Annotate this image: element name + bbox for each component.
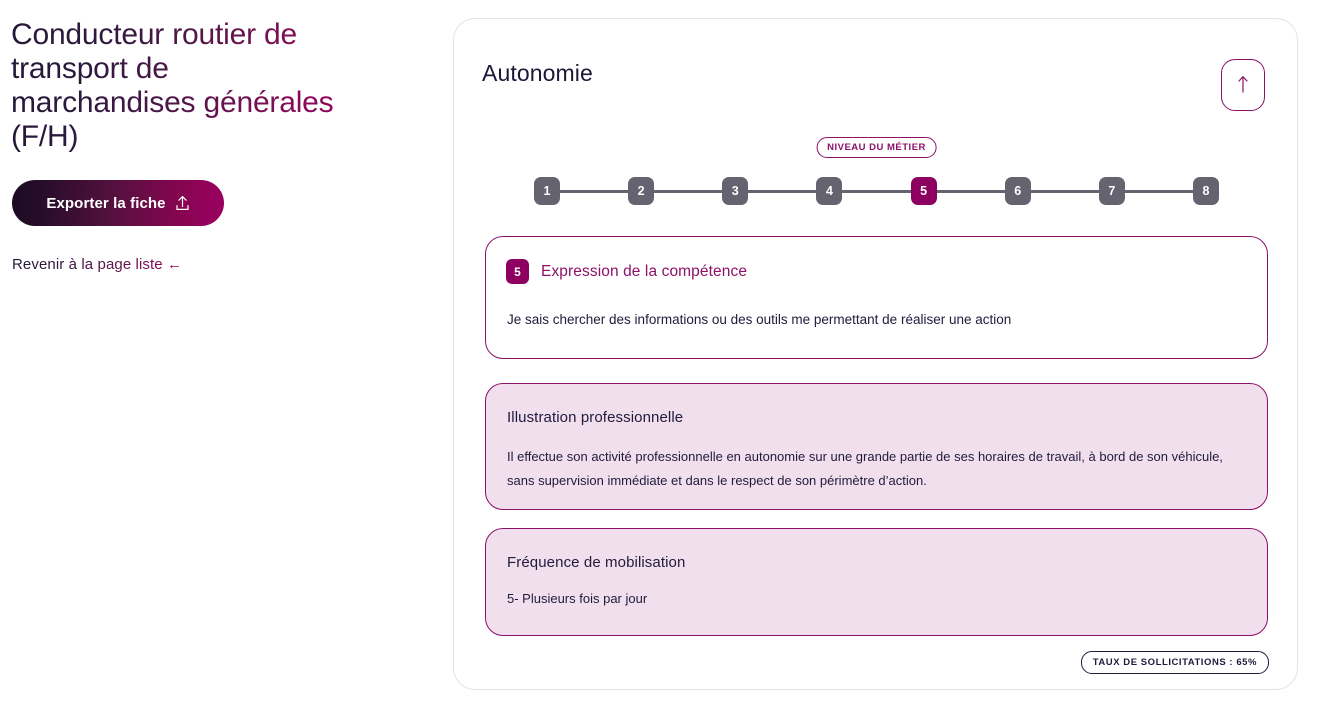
frequence-title: Fréquence de mobilisation [507,554,686,571]
step-box-2[interactable]: 2 [628,177,655,205]
illustration-title: Illustration professionnelle [507,409,684,426]
niveau-du-metier-badge: NIVEAU DU MÉTIER [816,137,937,158]
upload-arrow-icon [175,195,190,211]
taux-de-sollicitations-badge: TAUX DE SOLLICITATIONS : 65% [1080,651,1269,674]
step-box-1[interactable]: 1 [534,177,560,205]
competence-level-badge: 5 [506,259,529,284]
level-stepper: NIVEAU DU MÉTIER 1 2 3 4 5 6 7 8 [482,137,1271,217]
illustration-text: Il effectue son activité professionnelle… [507,449,1223,488]
competence-text: Je sais chercher des informations ou des… [507,312,1012,327]
stepper-track [542,190,1211,193]
export-button-label: Exporter la fiche [46,194,166,212]
export-button[interactable]: Exporter la fiche [12,180,224,226]
illustration-professionnelle-card: Illustration professionnelle Il effectue… [485,383,1268,510]
step-box-5[interactable]: 5 [910,177,937,205]
frequence-mobilisation-card: Fréquence de mobilisation 5- Plusieurs f… [485,528,1268,636]
step-box-3[interactable]: 3 [722,177,749,205]
stepper-steps: 1 2 3 4 5 6 7 8 [534,177,1219,205]
step-box-8[interactable]: 8 [1192,177,1219,205]
card-title: Autonomie [482,60,593,86]
arrow-up-icon [1235,74,1251,97]
frequence-text: 5- Plusieurs fois par jour [507,591,648,606]
sidebar: Conducteur routier de transport de march… [8,0,428,703]
step-box-6[interactable]: 6 [1004,177,1031,205]
page-title: Conducteur routier de transport de march… [11,18,341,154]
competence-heading: Expression de la compétence [541,262,748,280]
expression-competence-header: 5 Expression de la compétence [506,259,747,284]
back-to-list-link[interactable]: Revenir à la page liste ← [12,256,183,273]
step-box-7[interactable]: 7 [1098,177,1125,205]
scroll-to-top-button[interactable] [1221,59,1265,111]
step-box-4[interactable]: 4 [816,177,843,205]
expression-competence-card: 5 Expression de la compétence Je sais ch… [485,236,1268,359]
competence-detail-card: Autonomie NIVEAU DU MÉTIER 1 2 3 4 5 6 7… [453,18,1298,690]
